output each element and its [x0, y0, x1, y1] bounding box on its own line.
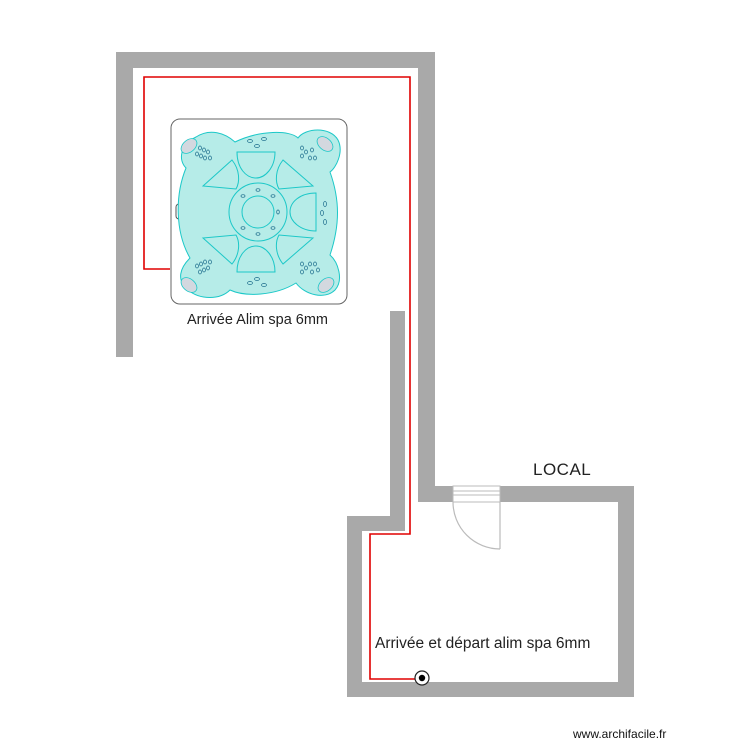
walls	[116, 52, 634, 697]
local-room-label: LOCAL	[533, 460, 592, 479]
wall-left	[116, 52, 133, 357]
wall-local-top-left	[418, 486, 453, 502]
door[interactable]	[452, 485, 501, 550]
supply-pipe	[143, 76, 418, 680]
watermark[interactable]: www.archifacile.fr	[573, 727, 667, 741]
wall-local-left	[347, 516, 362, 697]
wall-top	[116, 52, 435, 68]
spa-pillow	[180, 138, 198, 154]
door-swing-arc	[452, 501, 501, 550]
local-feed-label: Arrivée et départ alim spa 6mm	[375, 635, 591, 652]
spa-feed-label: Arrivée Alim spa 6mm	[187, 312, 329, 328]
wall-local-right	[618, 486, 634, 697]
wall-local-bottom	[347, 682, 634, 697]
spa-pillow	[180, 277, 198, 293]
pipe-outlet-icon[interactable]	[414, 670, 430, 686]
spa-pillow	[317, 277, 335, 293]
spa-pillow	[316, 136, 334, 152]
wall-local-top-right	[500, 486, 634, 502]
spa-icon[interactable]	[170, 118, 348, 305]
wall-partition	[390, 311, 405, 531]
wall-right-corridor	[418, 52, 435, 502]
door-frame	[452, 485, 501, 503]
